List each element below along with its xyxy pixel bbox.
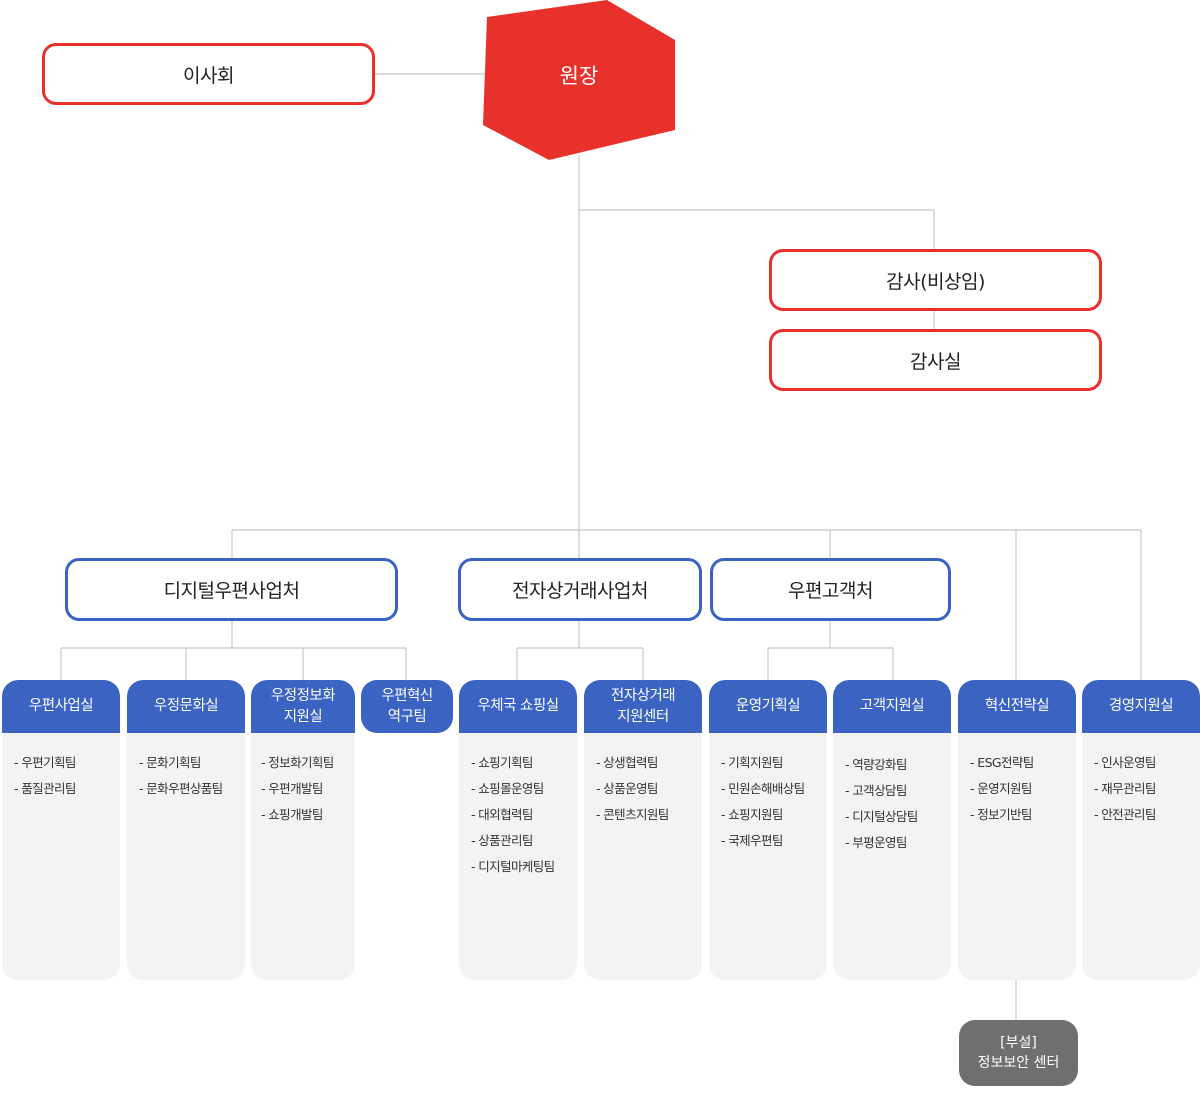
team-item: - 품질관리팀 bbox=[14, 781, 76, 796]
division-postal-customer: 우편고객처 bbox=[710, 558, 951, 621]
team-item: - ESG전략팀 bbox=[970, 755, 1034, 770]
division-label: 디지털우편사업처 bbox=[163, 580, 300, 602]
office-title: 우정문화실 bbox=[127, 680, 245, 733]
team-item: - 디지털상담팀 bbox=[845, 809, 918, 824]
auditor-label: 감사(비상임) bbox=[886, 270, 985, 293]
office-ecommerce-support-center: 전자상거래 지원센터 - 상생협력팀 - 상품운영팀 - 콘텐츠지원팀 bbox=[584, 680, 702, 980]
office-customer-support: 고객지원실 - 역량강화팀 - 고객상담팀 - 디지털상담팀 - 부평운영팀 bbox=[833, 680, 951, 980]
team-list: - ESG전략팀 - 운영지원팀 - 정보기반팀 bbox=[958, 733, 1076, 828]
board-box: 이사회 bbox=[42, 43, 375, 105]
audit-office-label: 감사실 bbox=[910, 350, 961, 373]
team-item: - 운영지원팀 bbox=[970, 781, 1032, 796]
office-operations-planning: 운영기획실 - 기획지원팀 - 민원손해배상팀 - 쇼핑지원팀 - 국제우편팀 bbox=[709, 680, 827, 980]
team-item: - 대외협력팀 bbox=[471, 807, 533, 822]
team-item: - 부평운영팀 bbox=[845, 835, 907, 850]
office-postal-it-support: 우정정보화 지원실 - 정보화기획팀 - 우편개발팀 - 쇼핑개발팀 bbox=[251, 680, 355, 980]
team-item: - 기획지원팀 bbox=[721, 755, 783, 770]
board-label: 이사회 bbox=[183, 64, 234, 87]
auditor-box: 감사(비상임) bbox=[769, 249, 1102, 311]
team-list: - 기획지원팀 - 민원손해배상팀 - 쇼핑지원팀 - 국제우편팀 bbox=[709, 733, 827, 854]
division-label: 전자상거래사업처 bbox=[512, 580, 648, 602]
team-item: - 상품관리팀 bbox=[471, 833, 533, 848]
team-item: - 콘텐츠지원팀 bbox=[596, 807, 669, 822]
division-ecommerce: 전자상거래사업처 bbox=[458, 558, 702, 621]
team-item: - 문화기획팀 bbox=[139, 755, 201, 770]
team-item: - 쇼핑몰운영팀 bbox=[471, 781, 544, 796]
office-title: 우정정보화 지원실 bbox=[251, 680, 355, 733]
team-item: - 우편기획팀 bbox=[14, 755, 76, 770]
subsidiary-tag: [부설] bbox=[1000, 1035, 1037, 1051]
team-list: - 상생협력팀 - 상품운영팀 - 콘텐츠지원팀 bbox=[584, 733, 702, 828]
team-list: - 정보화기획팀 - 우편개발팀 - 쇼핑개발팀 bbox=[251, 733, 355, 828]
subsidiary-security-center: [부설] 정보보안 센터 bbox=[959, 1020, 1078, 1086]
team-item: - 고객상담팀 bbox=[845, 783, 907, 798]
chief-label: 원장 bbox=[559, 64, 599, 88]
team-item: - 쇼핑개발팀 bbox=[261, 807, 323, 822]
division-digital-postal: 디지털우편사업처 bbox=[65, 558, 398, 621]
team-item: - 쇼핑지원팀 bbox=[721, 807, 783, 822]
team-item: - 우편개발팀 bbox=[261, 781, 323, 796]
subsidiary-name: 정보보안 센터 bbox=[977, 1055, 1060, 1071]
team-item: - 역량강화팀 bbox=[845, 757, 907, 772]
chief-shape bbox=[483, 0, 675, 160]
team-item: - 인사운영팀 bbox=[1094, 755, 1156, 770]
audit-office-box: 감사실 bbox=[769, 329, 1102, 391]
office-postal-business: 우편사업실 - 우편기획팀 - 품질관리팀 bbox=[2, 680, 120, 980]
office-title: 운영기획실 bbox=[709, 680, 827, 733]
team-item: - 상품운영팀 bbox=[596, 781, 658, 796]
team-item: - 민원손해배상팀 bbox=[721, 781, 805, 796]
team-item: - 디지털마케팅팀 bbox=[471, 859, 555, 874]
office-title: 우편사업실 bbox=[2, 680, 120, 733]
office-title: 우체국 쇼핑실 bbox=[459, 680, 577, 733]
office-title: 혁신전략실 bbox=[958, 680, 1076, 733]
office-title: 고객지원실 bbox=[833, 680, 951, 733]
team-list: - 역량강화팀 - 고객상담팀 - 디지털상담팀 - 부평운영팀 bbox=[833, 733, 951, 856]
division-label: 우편고객처 bbox=[788, 580, 873, 602]
office-title: 전자상거래 지원센터 bbox=[584, 680, 702, 733]
team-item: - 정보화기획팀 bbox=[261, 755, 334, 770]
team-item: - 상생협력팀 bbox=[596, 755, 658, 770]
office-post-shopping: 우체국 쇼핑실 - 쇼핑기획팀 - 쇼핑몰운영팀 - 대외협력팀 - 상품관리팀… bbox=[459, 680, 577, 980]
team-item: - 문화우편상품팀 bbox=[139, 781, 223, 796]
team-list: - 우편기획팀 - 품질관리팀 bbox=[2, 733, 120, 802]
office-postal-culture: 우정문화실 - 문화기획팀 - 문화우편상품팀 bbox=[127, 680, 245, 980]
office-innovation-strategy: 혁신전략실 - ESG전략팀 - 운영지원팀 - 정보기반팀 bbox=[958, 680, 1076, 980]
team-list: - 문화기획팀 - 문화우편상품팀 bbox=[127, 733, 245, 802]
team-list: - 쇼핑기획팀 - 쇼핑몰운영팀 - 대외협력팀 - 상품관리팀 - 디지털마케… bbox=[459, 733, 577, 880]
office-title: 경영지원실 bbox=[1082, 680, 1200, 733]
office-postal-innovation-team: 우편혁신 역구팀 bbox=[361, 680, 453, 733]
team-item: - 국제우편팀 bbox=[721, 833, 783, 848]
team-list: - 인사운영팀 - 재무관리팀 - 안전관리팀 bbox=[1082, 733, 1200, 828]
team-item: - 안전관리팀 bbox=[1094, 807, 1156, 822]
office-management-support: 경영지원실 - 인사운영팀 - 재무관리팀 - 안전관리팀 bbox=[1082, 680, 1200, 980]
team-item: - 재무관리팀 bbox=[1094, 781, 1156, 796]
team-item: - 쇼핑기획팀 bbox=[471, 755, 533, 770]
team-item: - 정보기반팀 bbox=[970, 807, 1032, 822]
